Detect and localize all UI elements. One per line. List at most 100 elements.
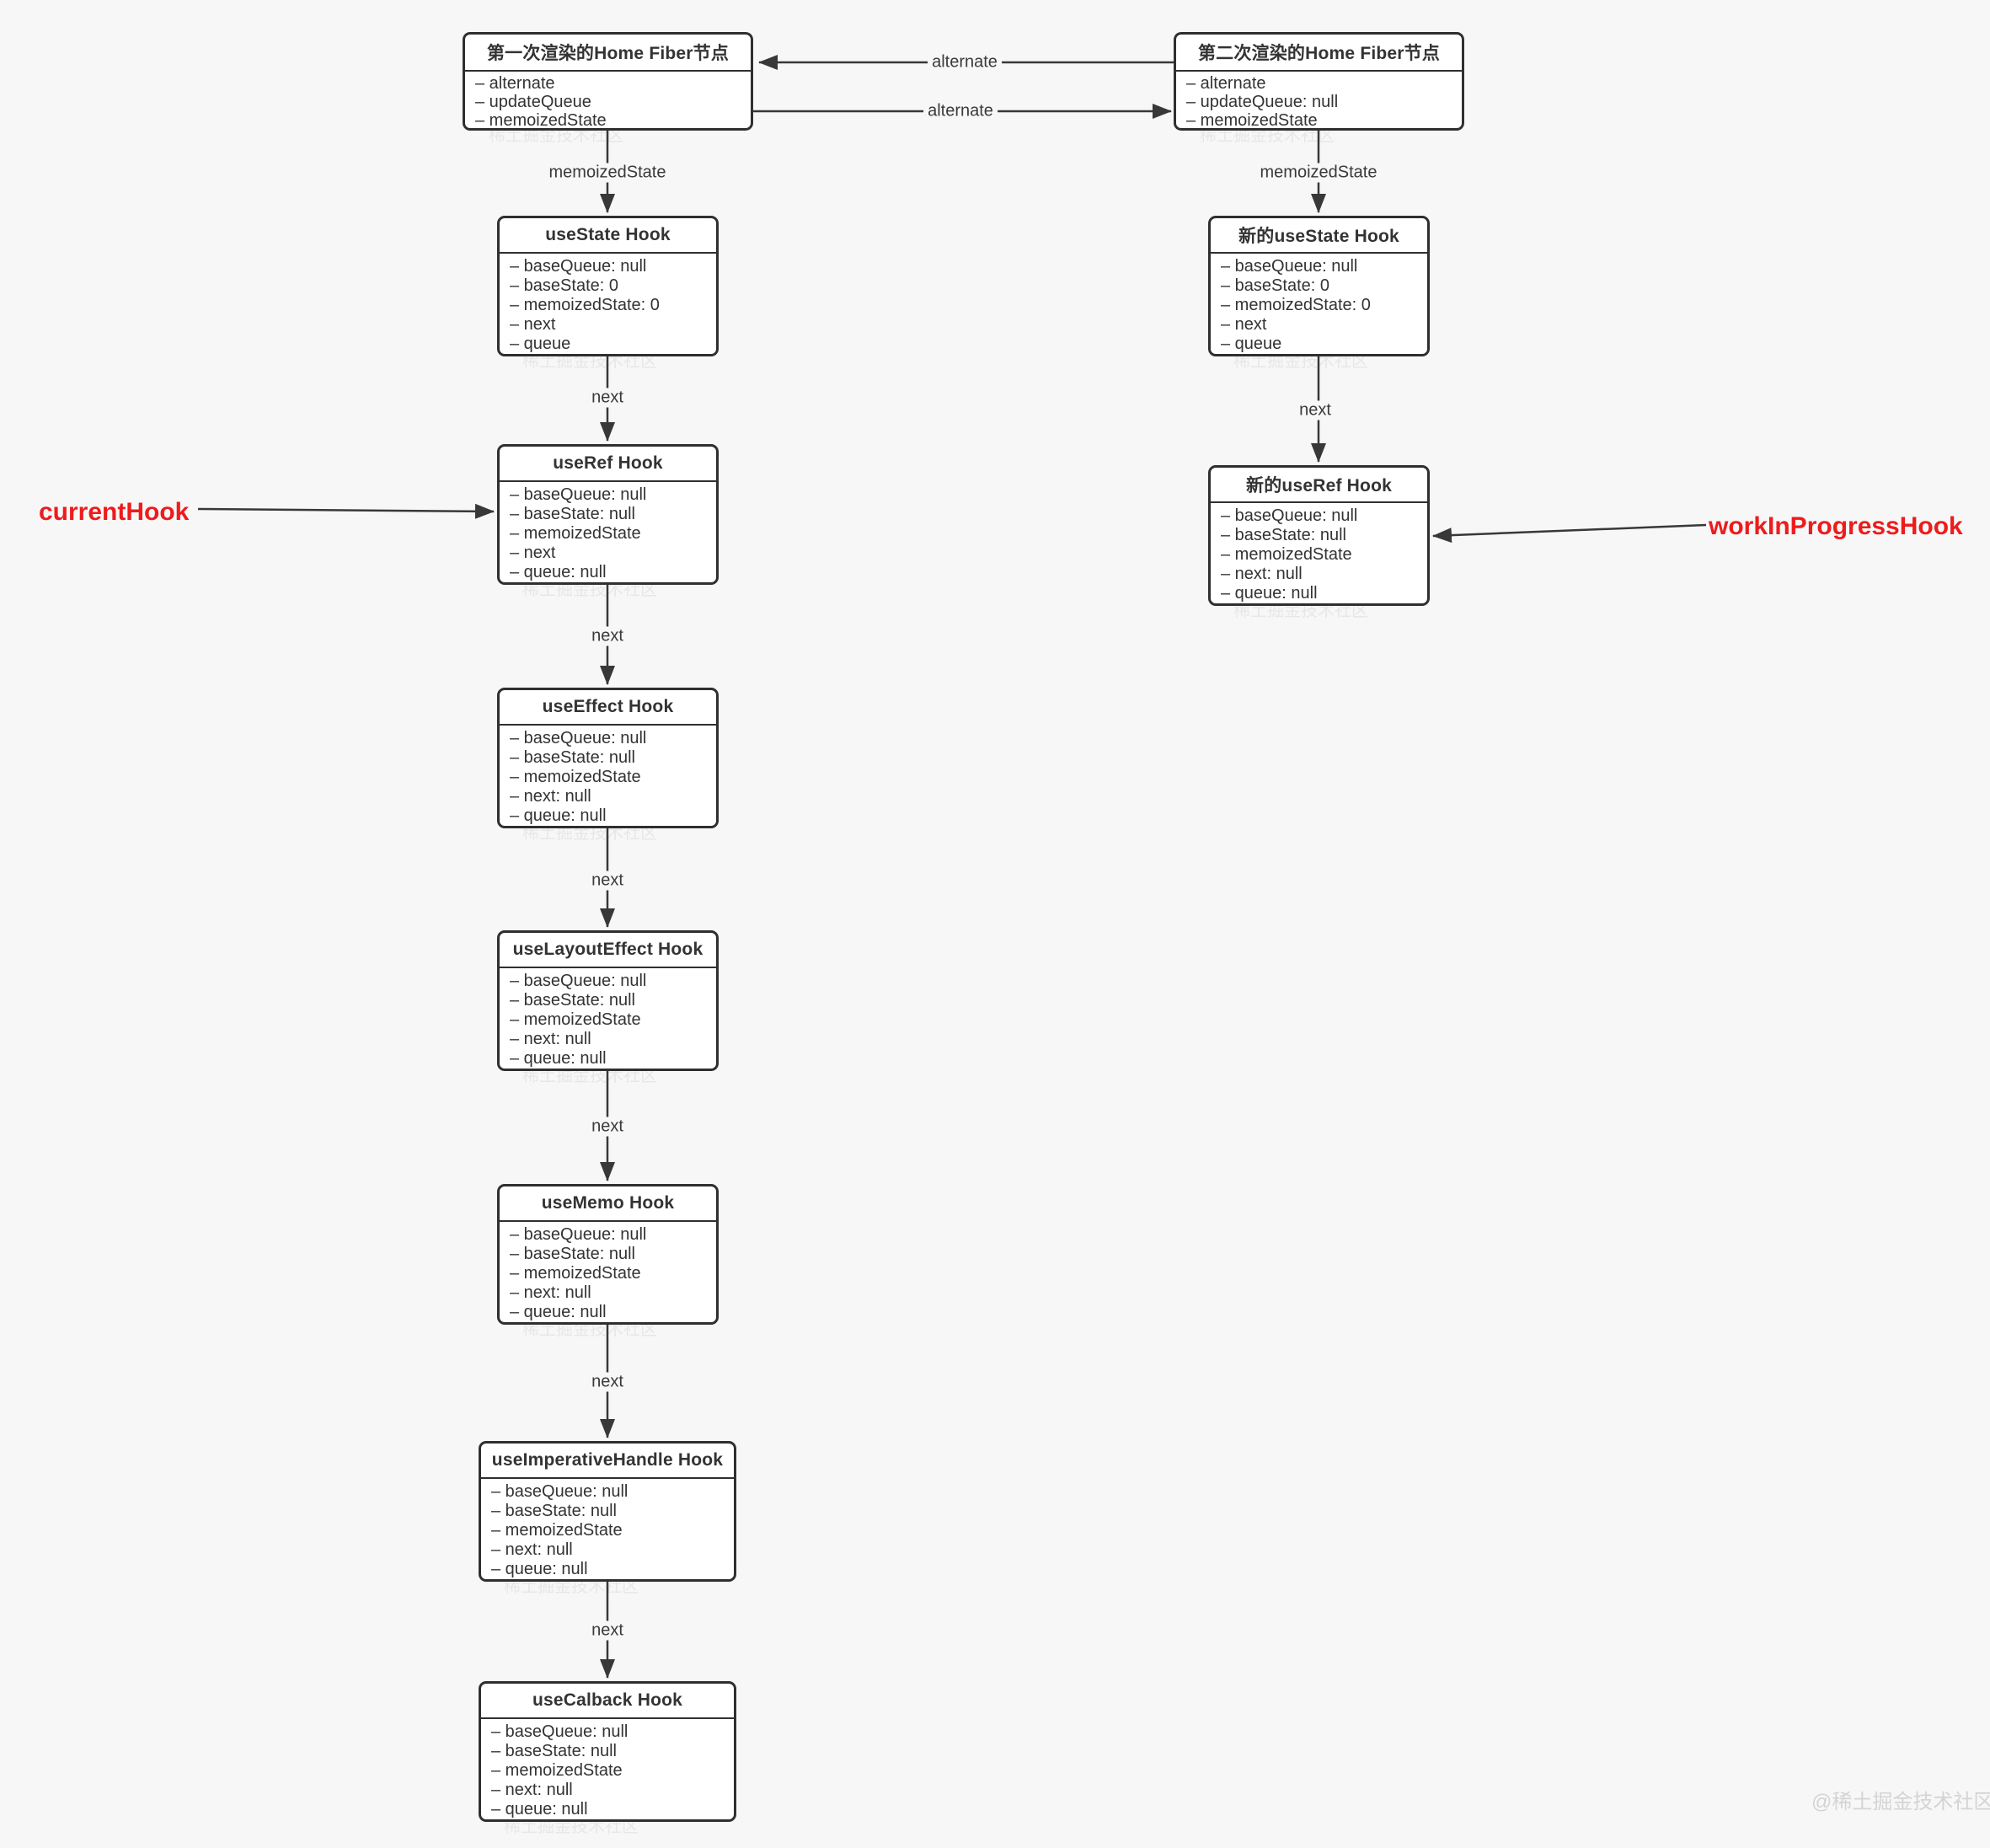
field: – queue: [510, 335, 571, 353]
arrow-workinprogresshook-pointer: [1432, 523, 1707, 544]
label-memoizedstate-left: memoizedState: [544, 163, 671, 183]
node-new-usestate-hook: 新的useState Hook – baseQueue: null – base…: [1208, 216, 1430, 356]
field: – memoizedState: [510, 524, 641, 543]
node-title: useImperativeHandle Hook: [481, 1444, 734, 1479]
field: – memoizedState: 0: [510, 296, 660, 314]
node-title: 新的useState Hook: [1211, 218, 1427, 254]
field: – baseState: null: [510, 1245, 635, 1263]
node-title: useEffect Hook: [500, 690, 716, 726]
label-alternate-top: alternate: [928, 52, 1002, 72]
field: – next: null: [491, 1781, 573, 1799]
field: – queue: [1221, 335, 1282, 353]
field: – baseState: null: [491, 1502, 617, 1520]
field: – memoizedState: [1186, 111, 1318, 130]
field: – queue: null: [1221, 584, 1318, 603]
field: – next: [1221, 315, 1267, 334]
field: – next: [510, 315, 556, 334]
field: – queue: null: [491, 1800, 588, 1819]
watermark-tile: 稀土掘金技术社区: [522, 824, 657, 843]
field: – updateQueue: null: [1186, 93, 1339, 111]
label-next-2: next: [587, 626, 628, 646]
node-fiber-first-render: 第一次渲染的Home Fiber节点 – alternate – updateQ…: [463, 32, 753, 131]
node-fields: – baseQueue: null – baseState: null – me…: [500, 482, 716, 582]
node-title: useRef Hook: [500, 447, 716, 482]
field: – alternate: [475, 74, 555, 93]
node-title: 第一次渲染的Home Fiber节点: [465, 35, 751, 72]
field: – queue: null: [510, 1049, 607, 1068]
node-fields: – baseQueue: null – baseState: null – me…: [481, 1479, 734, 1579]
node-fields: – baseQueue: null – baseState: null – me…: [1211, 503, 1427, 603]
field: – memoizedState: [510, 1264, 641, 1283]
field: – updateQueue: [475, 93, 591, 111]
label-next-right: next: [1295, 400, 1335, 420]
field: – next: null: [510, 1283, 591, 1302]
watermark-tile: 稀土掘金技术社区: [522, 1320, 657, 1339]
site-watermark: @稀土掘金技术社区: [1811, 1791, 1990, 1813]
field: – baseQueue: null: [510, 485, 647, 504]
node-usestate-hook: useState Hook – baseQueue: null – baseSt…: [497, 216, 719, 356]
field: – baseQueue: null: [510, 729, 647, 747]
node-fields: – baseQueue: null – baseState: null – me…: [500, 726, 716, 826]
watermark-tile: 稀土掘金技术社区: [1233, 602, 1368, 620]
field: – next: null: [1221, 565, 1303, 583]
node-title: useState Hook: [500, 218, 716, 254]
label-next-3: next: [587, 870, 628, 891]
field: – baseQueue: null: [510, 972, 647, 990]
field: – memoizedState: [1221, 545, 1352, 564]
field: – baseQueue: null: [491, 1482, 629, 1501]
watermark-tile: 稀土掘金技术社区: [504, 1818, 639, 1836]
label-memoizedstate-right: memoizedState: [1255, 163, 1382, 183]
node-fields: – alternate – updateQueue – memoizedStat…: [465, 72, 751, 130]
field: – baseQueue: null: [1221, 257, 1358, 276]
watermark-tile: 稀土掘金技术社区: [522, 352, 657, 371]
field: – queue: null: [510, 806, 607, 825]
field: – next: null: [510, 1030, 591, 1048]
watermark-tile: 稀土掘金技术社区: [489, 126, 623, 145]
field: – queue: null: [510, 1303, 607, 1321]
watermark-tile: 稀土掘金技术社区: [522, 581, 657, 599]
field: – baseState: null: [1221, 526, 1346, 544]
field: – memoizedState: [475, 111, 607, 130]
label-next-4: next: [587, 1117, 628, 1137]
node-fields: – baseQueue: null – baseState: 0 – memoi…: [500, 254, 716, 354]
work-in-progress-hook-label: workInProgressHook: [1709, 512, 1963, 540]
node-title: useMemo Hook: [500, 1186, 716, 1222]
node-title: useLayoutEffect Hook: [500, 933, 716, 968]
node-fields: – alternate – updateQueue: null – memoiz…: [1176, 72, 1462, 130]
node-fields: – baseQueue: null – baseState: null – me…: [500, 968, 716, 1069]
node-useref-hook: useRef Hook – baseQueue: null – baseStat…: [497, 444, 719, 585]
field: – baseQueue: null: [510, 257, 647, 276]
arrow-currenthook-pointer: [197, 503, 495, 519]
node-fiber-second-render: 第二次渲染的Home Fiber节点 – alternate – updateQ…: [1174, 32, 1464, 131]
current-hook-label: currentHook: [39, 498, 190, 526]
node-title: 新的useRef Hook: [1211, 468, 1427, 503]
field: – alternate: [1186, 74, 1266, 93]
label-next-5: next: [587, 1372, 628, 1392]
node-title: useCalback Hook: [481, 1684, 734, 1719]
field: – baseQueue: null: [1221, 506, 1358, 525]
node-useimperativehandle-hook: useImperativeHandle Hook – baseQueue: nu…: [479, 1441, 736, 1582]
field: – memoizedState: [491, 1761, 623, 1780]
field: – baseState: null: [510, 748, 635, 767]
node-fields: – baseQueue: null – baseState: null – me…: [481, 1719, 734, 1819]
node-new-useref-hook: 新的useRef Hook – baseQueue: null – baseSt…: [1208, 465, 1430, 606]
node-usecalback-hook: useCalback Hook – baseQueue: null – base…: [479, 1681, 736, 1822]
watermark-tile: 稀土掘金技术社区: [1233, 352, 1368, 371]
label-next-6: next: [587, 1620, 628, 1641]
field: – baseQueue: null: [510, 1225, 647, 1244]
field: – baseState: 0: [510, 276, 618, 295]
field: – next: null: [510, 787, 591, 806]
field: – memoizedState: [510, 1010, 641, 1029]
field: – queue: null: [510, 563, 607, 581]
field: – next: null: [491, 1540, 573, 1559]
field: – memoizedState: [510, 768, 641, 786]
node-fields: – baseQueue: null – baseState: 0 – memoi…: [1211, 254, 1427, 354]
node-usememo-hook: useMemo Hook – baseQueue: null – baseSta…: [497, 1184, 719, 1325]
field: – baseState: null: [510, 991, 635, 1010]
node-title: 第二次渲染的Home Fiber节点: [1176, 35, 1462, 72]
field: – queue: null: [491, 1560, 588, 1578]
field: – baseState: null: [491, 1742, 617, 1760]
watermark-tile: 稀土掘金技术社区: [1200, 126, 1335, 145]
